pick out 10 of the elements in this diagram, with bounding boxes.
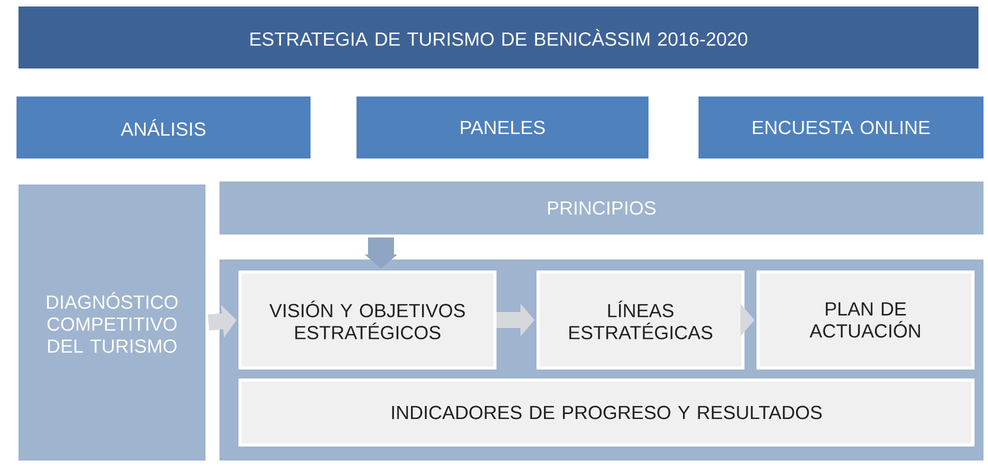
title-bar: ESTRATEGIA DE TURISMO DE BENICÀSSIM 2016-2020	[16, 4, 982, 72]
process-box: LÍNEAS ESTRATÉGICAS	[536, 270, 744, 370]
indicator-bar: INDICADORES DE PROGRESO Y RESULTADOS	[238, 378, 974, 446]
header-box: ENCUESTA ONLINE	[696, 94, 986, 162]
header-box: ANÁLISIS	[14, 94, 314, 162]
diagnosis-panel: DIAGNÓSTICO COMPETITIVO DEL TURISMO	[16, 182, 208, 464]
principles-band: PRINCIPIOS	[216, 178, 986, 238]
header-box: PANELES	[354, 94, 652, 162]
process-box: VISIÓN Y OBJETIVOS ESTRATÉGICOS	[238, 270, 496, 370]
process-box: PLAN DE ACTUACIÓN	[756, 270, 974, 370]
